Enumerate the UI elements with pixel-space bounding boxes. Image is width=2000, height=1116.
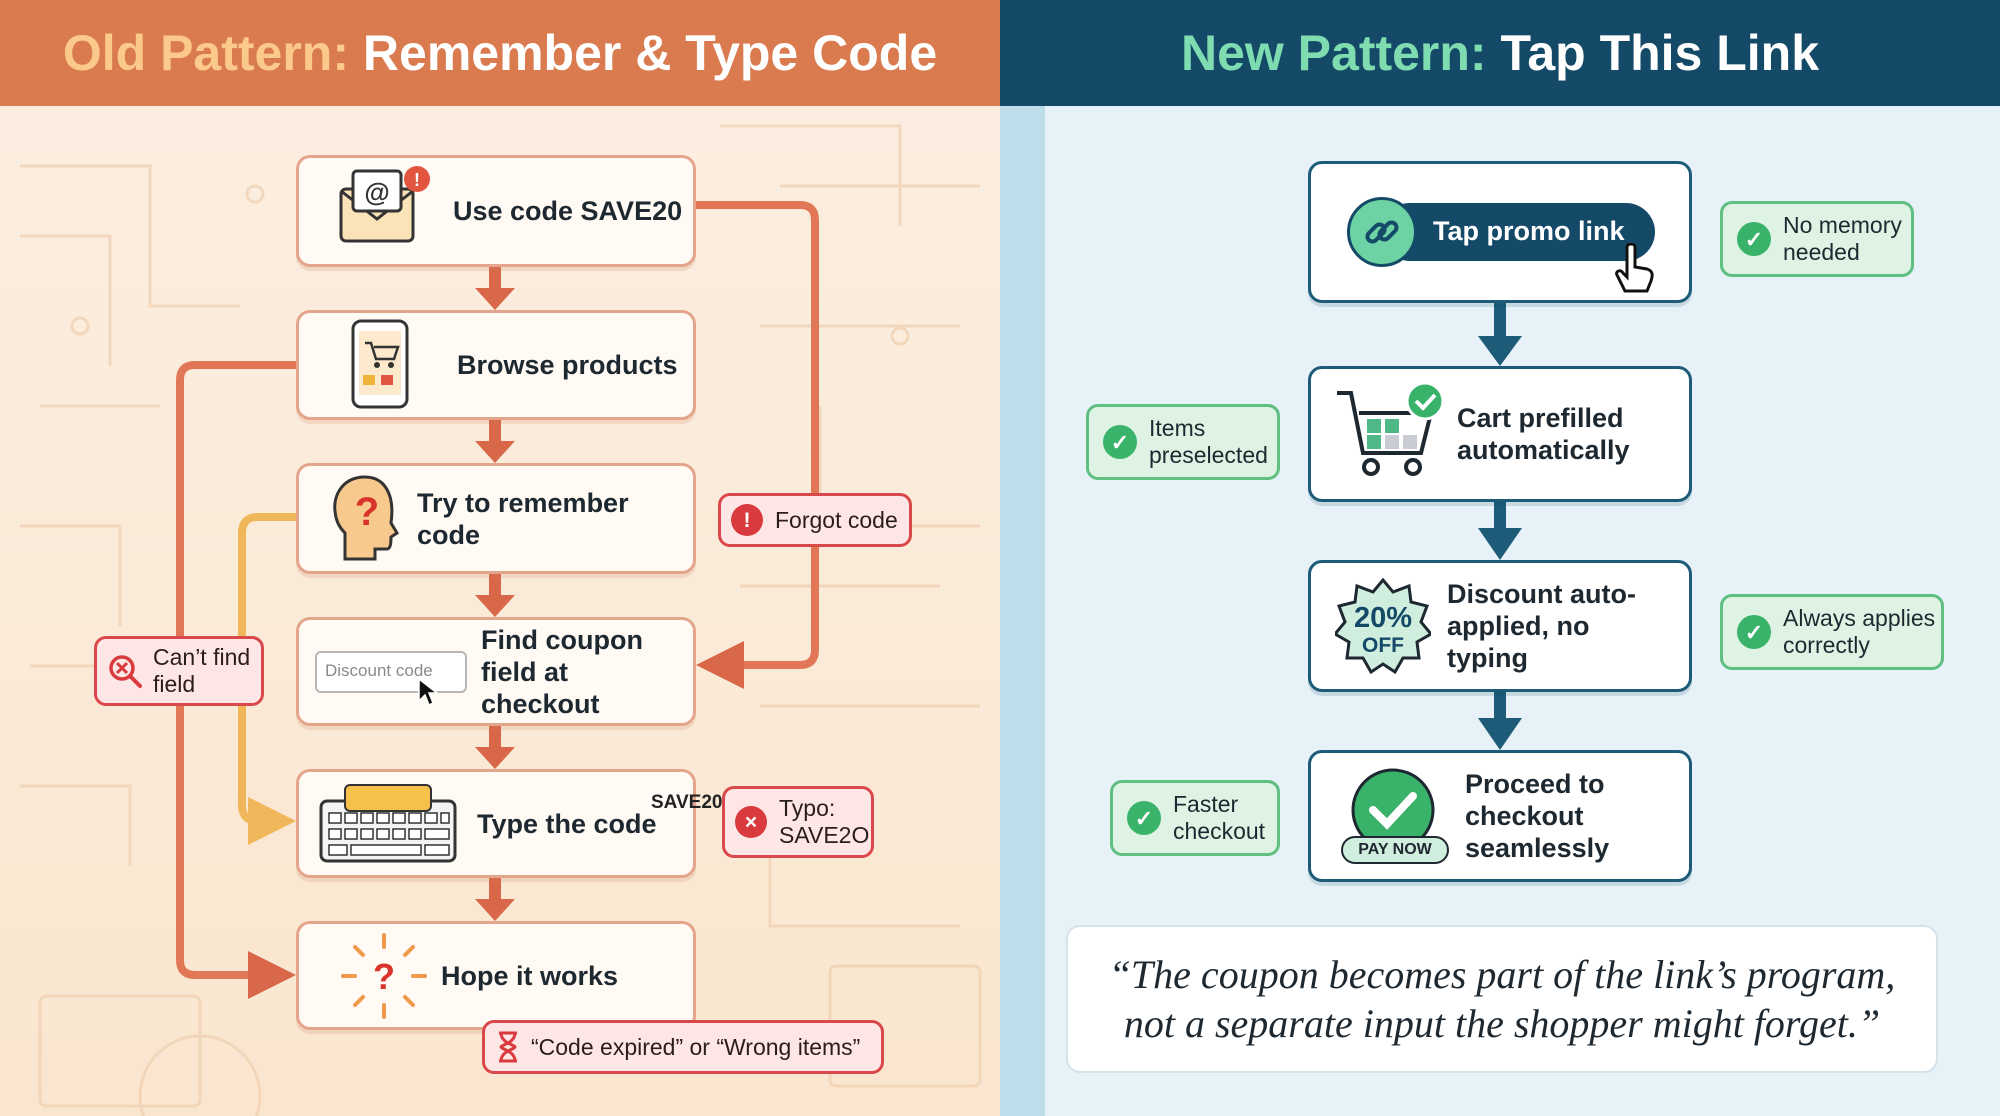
new-step-checkout: PAY NOW Proceed to checkout seamlessly [1308, 750, 1692, 882]
new-step-discount: 20% OFF Discount auto-applied, no typing [1308, 560, 1692, 692]
old-step-label: Find coupon field at checkout [481, 624, 643, 719]
tap-hand-icon [1615, 243, 1654, 293]
promo-link-pill [1381, 203, 1655, 261]
new-pattern-prefix: New Pattern: [1180, 25, 1487, 81]
old-pattern-header: Old Pattern: Remember & Type Code [0, 0, 1000, 106]
discount-code-input[interactable]: Discount code [315, 650, 467, 706]
callout-text: Faster checkout [1173, 791, 1266, 844]
new-step-label: Proceed to checkout seamlessly [1465, 769, 1610, 863]
new-step-label: Discount auto-applied, no typing [1447, 579, 1636, 673]
callout-text: “Code expired” or “Wrong items” [531, 1033, 861, 1060]
new-flow-connectors [1478, 302, 1522, 750]
callout-forgot-code: ! Forgot code [718, 493, 912, 547]
new-step-label: Cart prefilled automatically [1457, 403, 1630, 465]
magnifier-x-icon [109, 655, 142, 688]
callout-text: Can’t find field [153, 644, 251, 697]
old-step-label: Try to remember code [417, 487, 629, 550]
check-icon: ✓ [1103, 425, 1137, 459]
phone-cart-icon [351, 319, 409, 409]
old-step-label: Browse products [457, 350, 678, 380]
svg-text:?: ? [373, 956, 395, 997]
callout-always-applies: ✓ Always applies correctly [1720, 594, 1944, 670]
keyboard-icon [319, 783, 457, 862]
old-step-type-code: SAVE20 Type the code [296, 769, 722, 878]
old-step-label: Type the code [477, 808, 657, 839]
callout-text: Typo: SAVE2O [779, 795, 870, 848]
callout-text: Forgot code [775, 506, 898, 533]
old-step-label: Hope it works [441, 960, 619, 991]
pattern-quote: “The coupon becomes part of the link’s p… [1066, 925, 1938, 1073]
discount-badge: 20% OFF [1335, 578, 1431, 674]
promo-link-button[interactable]: Tap promo link [1347, 197, 1655, 293]
old-step-label: Use code SAVE20 [453, 196, 683, 226]
callout-text: Items preselected [1149, 415, 1268, 468]
new-step-cart: Cart prefilled automatically [1308, 366, 1692, 502]
discount-badge-icon [1335, 578, 1431, 674]
discount-code-placeholder: Discount code [325, 660, 433, 680]
svg-text:@: @ [364, 177, 389, 207]
checkmark-circle-icon [1351, 768, 1435, 852]
callout-cant-find-field: Can’t find field [94, 636, 264, 706]
alert-icon: ! [731, 504, 763, 536]
callout-typo: × Typo: SAVE2O [722, 786, 874, 858]
chain-link-icon [1347, 197, 1417, 267]
check-icon: ✓ [1127, 801, 1161, 835]
pay-now-badge: PAY NOW [1341, 766, 1453, 866]
old-step-browse: Browse products [296, 310, 696, 420]
new-pattern-title: Tap This Link [1500, 25, 1820, 81]
uncertain-burst-icon: ? [341, 932, 427, 1019]
new-step-tap-link: Tap promo link [1308, 161, 1692, 303]
callout-code-expired: “Code expired” or “Wrong items” [482, 1020, 884, 1074]
old-pattern-prefix: Old Pattern: [62, 25, 349, 81]
discount-badge-off: OFF [1362, 634, 1404, 657]
old-pattern-title: Remember & Type Code [362, 25, 938, 81]
panel-edge-strip [1000, 106, 1045, 1116]
svg-text:?: ? [355, 490, 379, 534]
callout-no-memory: ✓ No memory needed [1720, 201, 1914, 277]
callout-faster-checkout: ✓ Faster checkout [1110, 780, 1280, 856]
old-step-use-code: @ ! Use code SAVE20 [296, 155, 696, 267]
cart-check-icon [1337, 381, 1443, 476]
check-icon: ✓ [1737, 615, 1771, 649]
circuit-background [20, 124, 982, 1116]
error-x-icon: × [735, 806, 767, 838]
old-step-remember: ? Try to remember code [296, 463, 696, 574]
head-question-icon: ? [333, 474, 400, 560]
callout-text: No memory needed [1783, 212, 1902, 265]
discount-badge-percent: 20% [1353, 602, 1413, 634]
email-envelope-icon: @ ! [339, 166, 430, 243]
hourglass-icon [499, 1031, 517, 1063]
pay-now-pill: PAY NOW [1341, 836, 1449, 864]
svg-text:!: ! [414, 170, 420, 190]
old-step-hope: ? Hope it works [296, 921, 696, 1030]
promo-link-label: Tap promo link [1433, 216, 1625, 246]
mouse-cursor-icon [418, 676, 439, 706]
check-icon: ✓ [1737, 222, 1771, 256]
callout-items-preselected: ✓ Items preselected [1086, 404, 1280, 480]
new-pattern-header: New Pattern: Tap This Link [1000, 0, 2000, 106]
keyboard-code-tag: SAVE20 [651, 792, 723, 813]
old-step-find-field: Discount code Find coupon field at check… [296, 617, 696, 726]
callout-text: Always applies correctly [1783, 605, 1936, 658]
